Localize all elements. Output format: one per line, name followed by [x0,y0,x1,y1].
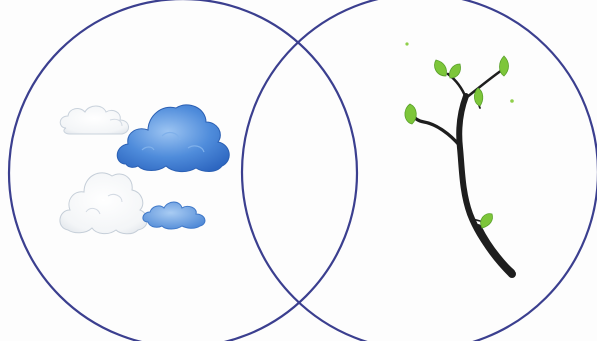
cloud-icon [143,202,205,229]
leaf-icon [405,104,416,124]
leaf-speck [510,99,514,103]
tree-branch-icon [405,42,514,274]
left-set-content [60,105,229,234]
right-set-circle [242,0,597,341]
leaf-speck [405,42,408,45]
cloud-icon [117,105,229,172]
leaf-icon [481,214,493,228]
leaf-icon [449,64,460,78]
leaf-icon [434,60,446,76]
cloud-icon [60,106,128,134]
leaf-icon [474,88,482,106]
right-set-content [405,42,514,274]
cloud-icon [60,173,147,234]
leaf-icon [500,56,509,76]
